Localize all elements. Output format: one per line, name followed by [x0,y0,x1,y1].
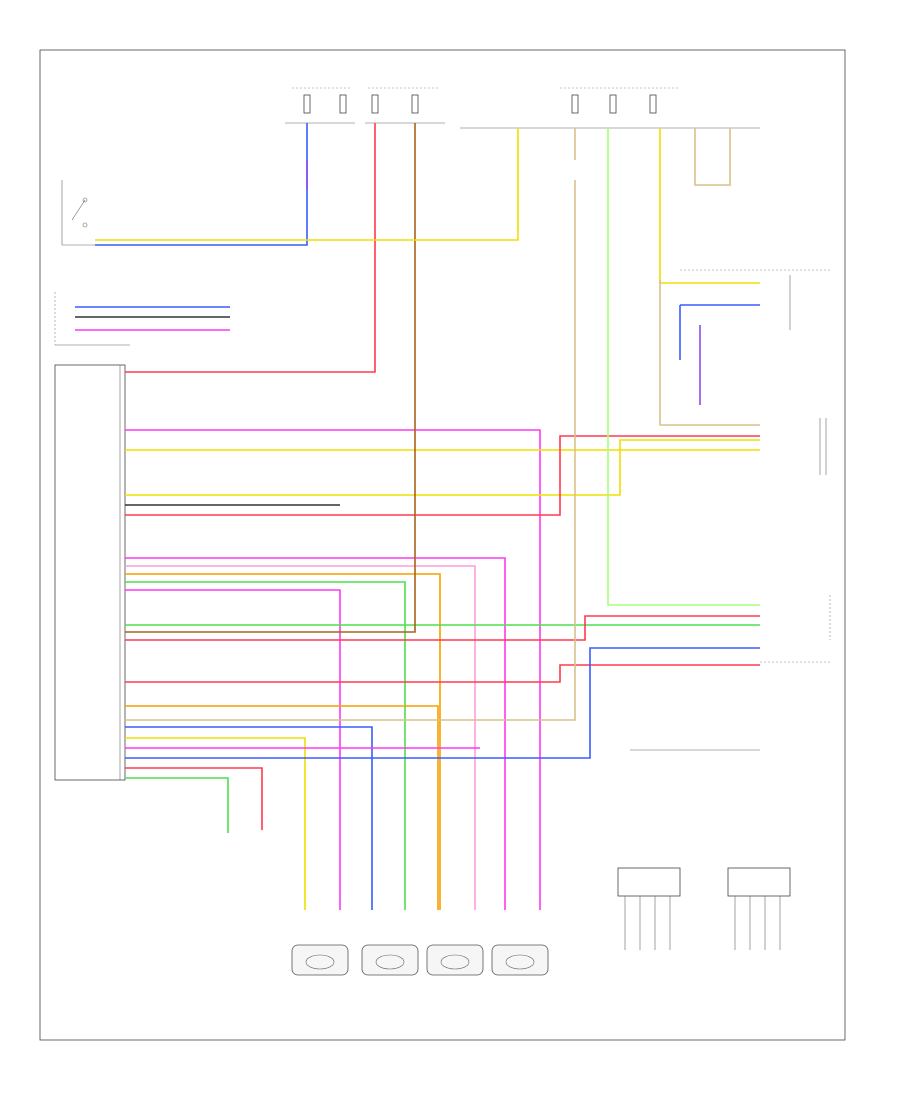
wire-pink-1 [125,565,476,910]
left-switch [61,180,95,246]
sensor-left-rear [361,944,419,976]
module-wires [75,306,760,910]
wire-yellow-right [659,128,760,284]
wire-orange-2 [125,705,439,910]
wire-lightgreen-right [607,128,760,606]
wire-red-5 [125,767,263,830]
wire-blue-3 [125,647,760,759]
wire-blue-right [679,304,760,360]
top-wires [95,123,760,721]
wire-red-2 [125,435,760,516]
wire-red-4 [125,664,760,683]
wire-yellow-3 [125,439,760,496]
bottom-right-plug-left [617,867,681,950]
wire-green-1 [125,581,406,910]
bottom-right-plug-right [727,867,791,950]
right-connector-1 [680,269,830,330]
top-fuse-box-right [460,87,760,129]
wire-magenta-3 [125,589,341,910]
wire-magenta-1 [125,429,541,910]
wire-brown-main [125,123,416,633]
wire-blue-top [95,123,308,246]
sensor-left-front [291,944,349,976]
wire-blue-2 [125,726,373,910]
sensor-right-front [491,944,549,976]
wire-tan-loop [694,128,731,186]
right-connector-2 [819,418,827,475]
wire-yellow-4 [125,737,306,910]
right-connector-3 [760,595,831,663]
top-fuse-box-mid [365,87,445,124]
wire-red-main [125,123,376,373]
left-module-box [54,292,130,346]
sensor-right-rear [426,944,484,976]
top-fuse-box-left [285,87,355,124]
main-module [54,364,126,781]
wire-magenta-2 [125,557,506,910]
wire-yellow-top [95,128,519,241]
wire-green-3 [125,777,229,833]
wire-red-3 [125,615,760,641]
diagram-border [39,49,846,1041]
bottom-sensors [291,944,549,976]
wire-tan-right [659,280,760,426]
wire-orange-1 [125,573,441,910]
wire-tan-top [125,128,576,721]
